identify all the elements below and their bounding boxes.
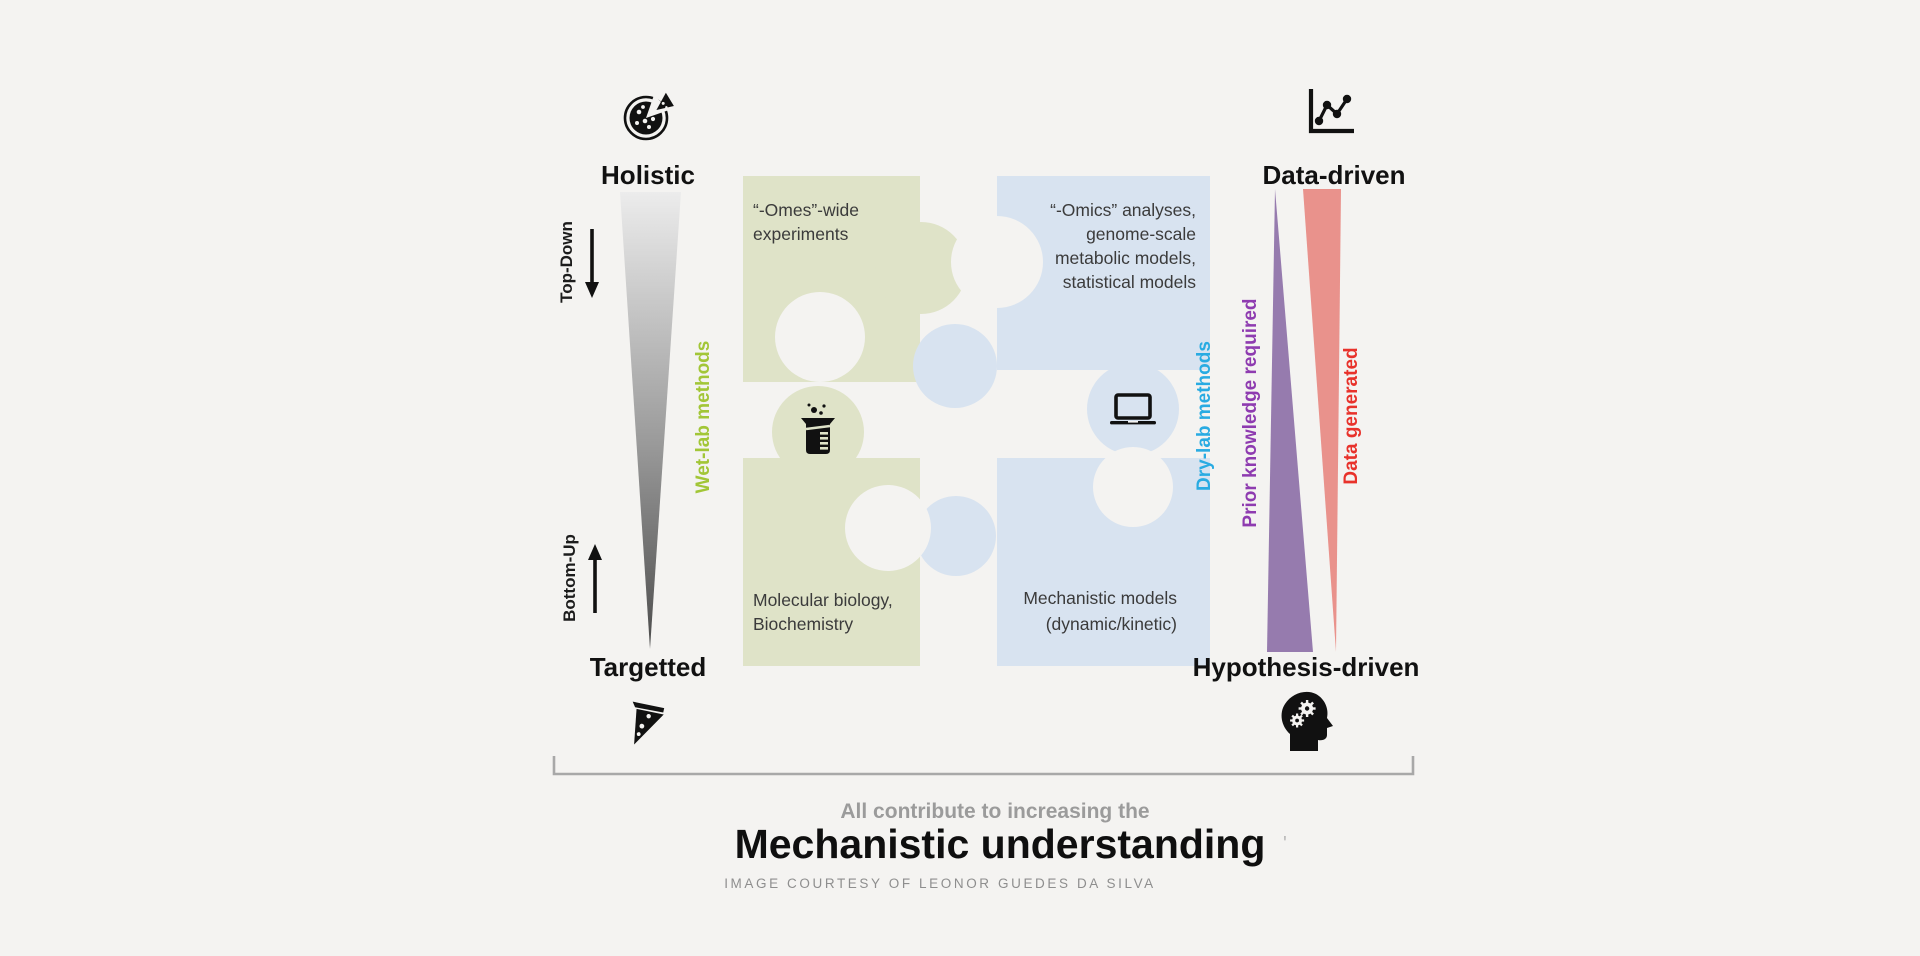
wet-lab-methods-label: Wet-lab methods <box>693 341 714 494</box>
mechanistic-understanding-title: Mechanistic understanding <box>735 821 1266 867</box>
molecular-biology-line1: Molecular biology, <box>753 590 893 610</box>
line-chart-icon <box>1308 89 1354 134</box>
prior-knowledge-label: Prior knowledge required <box>1240 298 1261 527</box>
omics-line2: genome-scale <box>1086 224 1196 244</box>
omics-line3: metabolic models, <box>1055 248 1196 268</box>
data-driven-label: Data-driven <box>1262 160 1405 190</box>
dry-lab-methods-label: Dry-lab methods <box>1194 341 1215 491</box>
beaker-icon <box>801 403 835 454</box>
targetted-label: Targetted <box>590 652 707 682</box>
bottom-up-label: Bottom-Up <box>560 534 579 622</box>
pizza-whole-icon <box>623 92 674 141</box>
molecular-biology-line2: Biochemistry <box>753 614 853 634</box>
mechanistic-models-line2: (dynamic/kinetic) <box>1046 614 1177 634</box>
omes-wide-line1: “-Omes”-wide <box>753 200 859 220</box>
stray-mark: ' <box>1283 833 1287 855</box>
pizza-lifted-slice <box>656 92 674 110</box>
holistic-targetted-gradient-triangle <box>620 192 681 649</box>
omics-line1: “-Omics” analyses, <box>1050 200 1196 220</box>
bottom-up-arrow <box>588 544 602 613</box>
data-generated-label: Data generated <box>1341 347 1362 484</box>
prior-knowledge-triangle <box>1267 189 1313 652</box>
laptop-icon <box>1110 393 1156 425</box>
pizza-slice-icon <box>632 701 665 745</box>
mechanistic-models-line1: Mechanistic models <box>1023 588 1177 608</box>
gear-large <box>1298 700 1316 717</box>
head-gears-icon <box>1281 691 1333 751</box>
omics-line4: statistical models <box>1063 272 1196 292</box>
holistic-label: Holistic <box>601 160 695 190</box>
contribute-line: All contribute to increasing the <box>840 800 1149 823</box>
top-down-label: Top-Down <box>557 221 576 303</box>
data-generated-triangle <box>1303 189 1341 652</box>
bracket <box>552 756 1415 776</box>
hypothesis-driven-label: Hypothesis-driven <box>1193 652 1420 682</box>
gear-small <box>1290 713 1305 728</box>
top-down-arrow <box>585 229 599 298</box>
credit-line: IMAGE COURTESY OF LEONOR GUEDES DA SILVA <box>724 876 1156 891</box>
dry-lab-puzzle-pieces <box>913 176 1210 666</box>
puzzle-notches <box>775 216 1173 571</box>
omes-wide-line2: experiments <box>753 224 849 244</box>
